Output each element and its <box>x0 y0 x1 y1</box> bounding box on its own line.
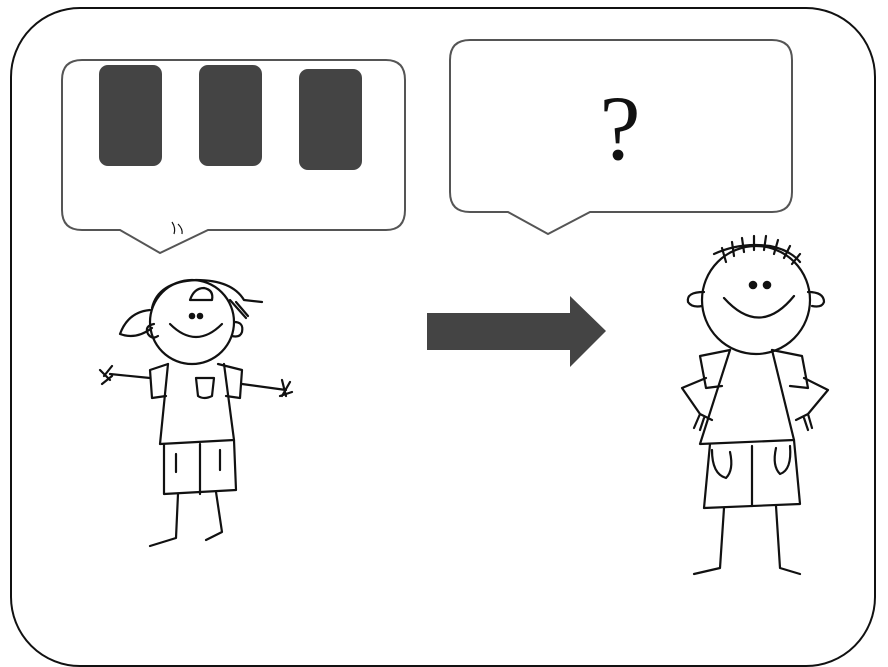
block-1 <box>99 65 162 166</box>
hair-strands-decoration <box>171 221 183 235</box>
right-arrow <box>427 296 606 367</box>
left-bubble-blocks <box>99 65 362 170</box>
right-figure-boy-hands-on-hips <box>680 234 830 576</box>
right-speech-bubble <box>449 39 793 236</box>
block-3 <box>299 69 362 170</box>
question-mark: ? <box>599 77 641 179</box>
left-figure-boy-with-cap <box>98 278 294 548</box>
block-2 <box>199 65 262 166</box>
diagram-scene <box>61 39 830 576</box>
